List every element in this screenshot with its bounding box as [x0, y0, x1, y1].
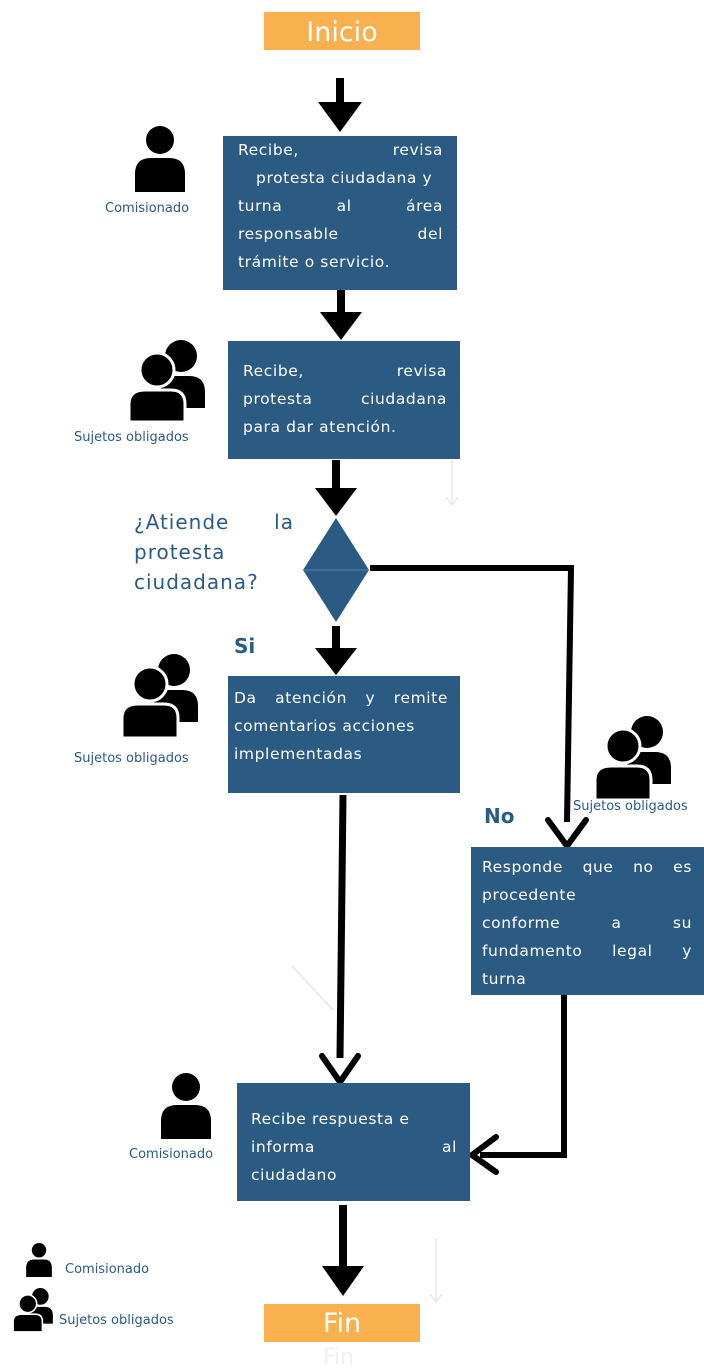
- person-icon: [135, 126, 185, 192]
- arrow-step1-to-step2: [320, 290, 362, 340]
- end-terminal: Fin: [264, 1304, 420, 1342]
- legend-commissioner: Comisionado: [65, 1262, 150, 1277]
- step-4-line-1: Responde que no es: [482, 858, 692, 876]
- arrow-step2-to-decision: [315, 460, 357, 516]
- end-label: Fin: [322, 1308, 362, 1339]
- role-obligated-1: Sujetos obligados: [74, 430, 189, 445]
- step-4-line-2: procedente: [482, 886, 577, 904]
- step-5-box: Recibe respuesta e informa al ciudadano: [237, 1083, 470, 1201]
- step-4-line-4: fundamento legal y: [482, 942, 692, 960]
- step-4-line-3: conforme a su: [482, 914, 692, 932]
- step-2-line-3: para dar atención.: [243, 418, 397, 436]
- start-terminal: Inicio: [264, 12, 420, 50]
- arrow-decision-to-step4: [370, 565, 589, 849]
- step-5-line-2: informa al: [251, 1138, 457, 1156]
- arrow-decision-to-step3: [315, 626, 357, 675]
- step-3-line-3: implementadas: [234, 745, 363, 763]
- step-1-line-5: trámite o servicio.: [238, 253, 391, 271]
- step-2-line-1: Recibe, revisa: [243, 362, 447, 380]
- step-1-line-2: protesta ciudadana y: [256, 169, 433, 187]
- step-1-line-3: turna al área: [238, 197, 443, 215]
- step-2-line-2: protesta ciudadana: [243, 390, 447, 408]
- end-ghost-label: Fin: [323, 1345, 355, 1370]
- group-icon: [127, 340, 205, 424]
- step-2-box: Recibe, revisa protesta ciudadana para d…: [228, 341, 460, 459]
- start-label: Inicio: [306, 17, 378, 48]
- group-icon: [12, 1288, 53, 1333]
- step-3-line-1: Da atención y remite: [234, 689, 448, 707]
- step-5-line-3: ciudadano: [251, 1166, 338, 1184]
- role-obligated-2: Sujetos obligados: [74, 751, 189, 766]
- role-obligated-3: Sujetos obligados: [573, 799, 688, 814]
- person-icon: [161, 1073, 211, 1139]
- decision-line-2: protesta: [134, 540, 226, 564]
- arrow-step4-to-step5: [469, 990, 567, 1175]
- legend-obligated: Sujetos obligados: [59, 1313, 174, 1328]
- step-1-line-4: responsable del: [238, 225, 443, 243]
- group-icon: [593, 716, 671, 802]
- step-1-line-1: Recibe, revisa: [238, 141, 443, 159]
- step-1-box: Recibe, revisa protesta ciudadana y turn…: [223, 136, 457, 290]
- branch-no-label: No: [484, 804, 515, 828]
- step-5-line-1: Recibe respuesta e: [251, 1110, 410, 1128]
- role-commissioner-2: Comisionado: [129, 1147, 214, 1162]
- step-4-box: Responde que no es procedente conforme a…: [471, 847, 704, 995]
- decision-question: ¿Atiende la protesta ciudadana?: [134, 507, 294, 597]
- role-commissioner-1: Comisionado: [105, 201, 190, 216]
- step-4-line-5: turna: [482, 970, 527, 988]
- arrow-start-to-step1: [318, 78, 362, 132]
- step-3-line-2: comentarios acciones: [234, 717, 415, 735]
- decision-diamond: [303, 518, 369, 622]
- group-icon: [120, 654, 198, 740]
- branch-yes-label: Si: [234, 634, 256, 658]
- decision-line-3: ciudadana?: [134, 570, 259, 594]
- arrow-step3-to-step5: [319, 794, 361, 1085]
- step-3-box: Da atención y remite comentarios accione…: [228, 676, 460, 793]
- decision-line-1: ¿Atiende la: [134, 510, 294, 534]
- person-icon: [26, 1243, 52, 1277]
- arrow-step5-to-end: [322, 1205, 364, 1296]
